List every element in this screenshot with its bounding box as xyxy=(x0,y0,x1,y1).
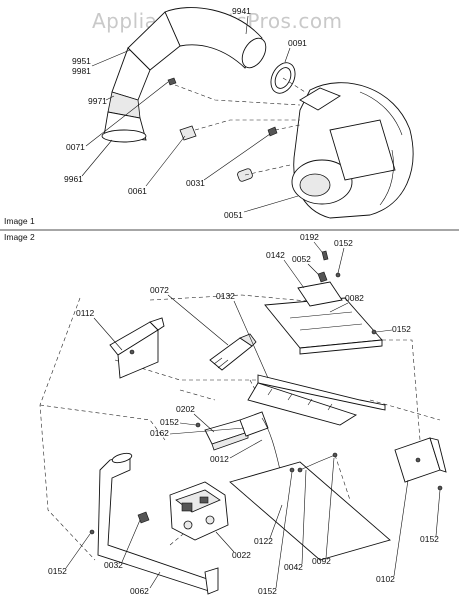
gas-pipe-0062 xyxy=(97,452,219,595)
flame-sensor-0162 xyxy=(239,411,281,471)
screw-0152-mid xyxy=(195,422,201,428)
label-0142: 0142 xyxy=(266,250,285,260)
label-0012: 0012 xyxy=(210,454,229,464)
screw-0031 xyxy=(267,126,278,137)
label-0102: 0102 xyxy=(376,574,395,584)
label-0152-d: 0152 xyxy=(48,566,67,576)
bracket-clip xyxy=(179,125,197,141)
label-0032: 0032 xyxy=(104,560,123,570)
label-0152-c: 0152 xyxy=(160,417,179,427)
image1-title: Image 1 xyxy=(4,216,35,226)
label-0152-a: 0152 xyxy=(334,238,353,248)
label-0061: 0061 xyxy=(128,186,147,196)
vent-pipe-coupling xyxy=(101,91,147,143)
screw-0042 xyxy=(297,461,319,473)
label-0051: 0051 xyxy=(224,210,243,220)
label-0152-b: 0152 xyxy=(392,324,411,334)
label-0132: 0132 xyxy=(216,291,235,301)
vent-pipe-elbow xyxy=(111,7,267,101)
screw-0152-side xyxy=(437,485,443,491)
label-0042: 0042 xyxy=(284,562,303,572)
bracket-0112 xyxy=(109,317,165,379)
label-0071: 0071 xyxy=(66,142,85,152)
image2-panel: Image 2 xyxy=(4,232,447,596)
label-0031: 0031 xyxy=(186,178,205,188)
label-0122: 0122 xyxy=(254,536,273,546)
plate-0142 xyxy=(297,281,343,307)
screw-small xyxy=(167,77,177,86)
label-0072: 0072 xyxy=(150,285,169,295)
screw-0092 xyxy=(317,452,338,463)
label-0162: 0162 xyxy=(150,428,169,438)
image1-panel: Image 1 xyxy=(0,6,459,231)
label-0202: 0202 xyxy=(176,404,195,414)
sensor-0052 xyxy=(317,271,328,283)
top-plate-0082 xyxy=(264,297,383,355)
screw-0152-bottom xyxy=(289,467,295,473)
label-0052: 0052 xyxy=(292,254,311,264)
label-9961: 9961 xyxy=(64,174,83,184)
label-9981: 9981 xyxy=(72,66,91,76)
shield-0122 xyxy=(229,461,391,561)
screw-0152-left xyxy=(89,529,95,535)
label-0192: 0192 xyxy=(300,232,319,242)
screw-0152-top xyxy=(335,272,341,278)
label-0152-e: 0152 xyxy=(258,586,277,596)
label-9951: 9951 xyxy=(72,56,91,66)
screw-0152-right xyxy=(371,329,377,335)
label-0152-f: 0152 xyxy=(420,534,439,544)
inducer-blower xyxy=(291,82,414,219)
bracket-0102 xyxy=(394,437,447,483)
label-0022: 0022 xyxy=(232,550,251,560)
label-9971: 9971 xyxy=(88,96,107,106)
label-0062: 0062 xyxy=(130,586,149,596)
image2-title: Image 2 xyxy=(4,232,35,242)
screw-0192 xyxy=(321,250,329,261)
label-9941: 9941 xyxy=(232,6,251,16)
label-0082: 0082 xyxy=(345,293,364,303)
gas-valve-0022 xyxy=(169,481,229,541)
igniter-0072 xyxy=(209,333,257,371)
label-0091: 0091 xyxy=(288,38,307,48)
label-0112: 0112 xyxy=(76,308,95,318)
manifold-rail-0132 xyxy=(247,374,386,426)
label-0092: 0092 xyxy=(312,556,331,566)
